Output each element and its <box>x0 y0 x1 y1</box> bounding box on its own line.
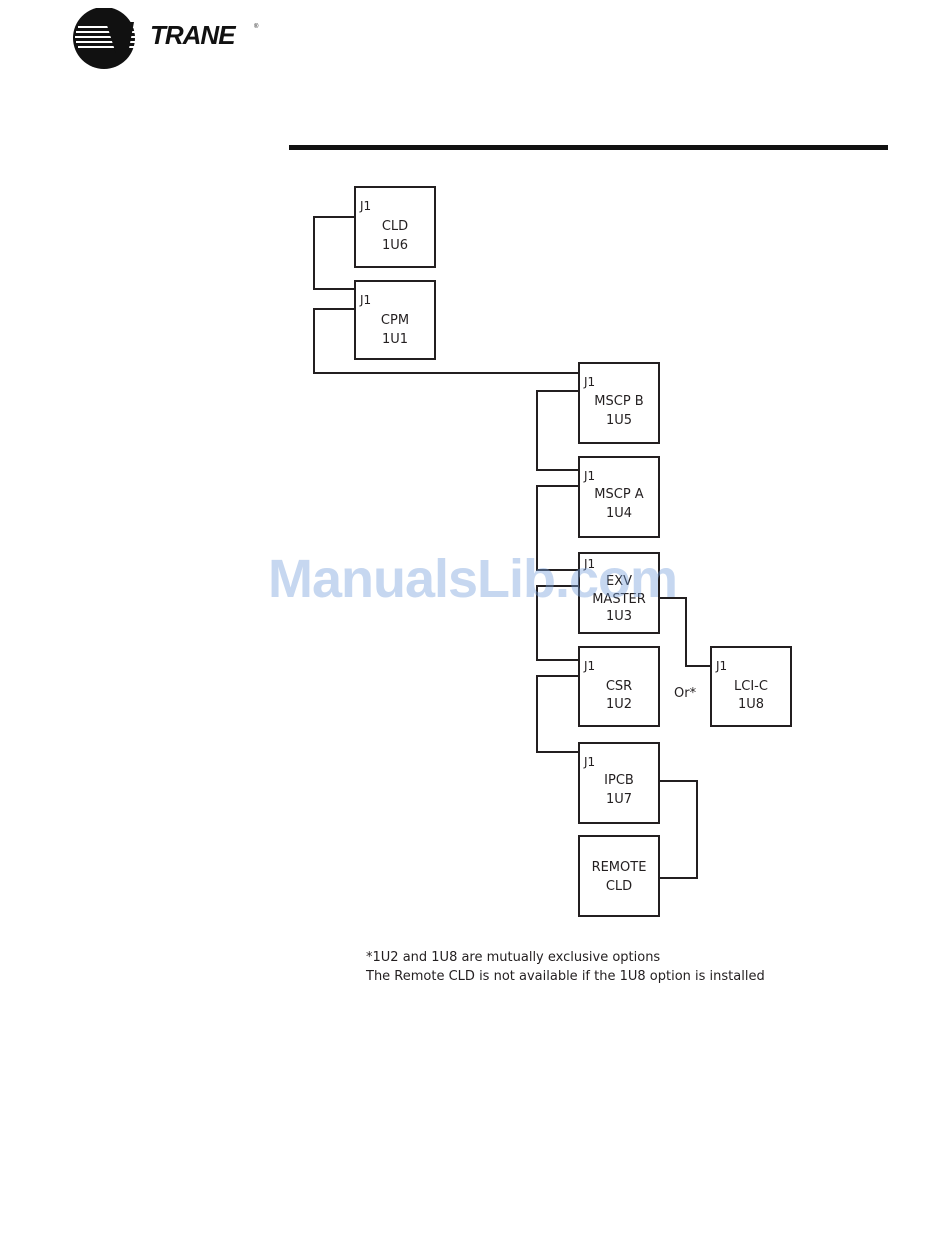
j1-label: J1 <box>584 470 595 482</box>
module-name: CSR <box>580 677 658 696</box>
module-mscp-a-1u4: J1 MSCP A 1U4 <box>578 456 660 538</box>
module-id: 1U1 <box>356 330 434 349</box>
module-id: 1U4 <box>580 504 658 523</box>
module-name: REMOTE <box>580 858 658 877</box>
or-option-label: Or* <box>674 686 696 701</box>
j1-label: J1 <box>716 660 727 672</box>
module-id: 1U6 <box>356 236 434 255</box>
module-cld-1u6: J1 CLD 1U6 <box>354 186 436 268</box>
module-name: MSCP A <box>580 485 658 504</box>
module-name: CPM <box>356 311 434 330</box>
module-cpm-1u1: J1 CPM 1U1 <box>354 280 436 360</box>
link-mscp-a-exv <box>537 486 579 570</box>
module-exv-master-1u3: J1 EXV MASTER 1U3 <box>578 552 660 634</box>
module-name-line2: CLD <box>580 877 658 896</box>
j1-label: J1 <box>584 660 595 672</box>
module-name: CLD <box>356 217 434 236</box>
module-name: IPCB <box>580 771 658 790</box>
module-id: 1U2 <box>580 695 658 714</box>
module-lci-c-1u8: J1 LCI-C 1U8 <box>710 646 792 727</box>
link-exv-csr <box>537 586 579 660</box>
link-csr-ipcb <box>537 676 579 752</box>
link-mscp-b-mscp-a <box>537 391 579 470</box>
module-name: EXV <box>580 572 658 591</box>
module-name: LCI-C <box>712 677 790 696</box>
link-exv-lci-c <box>659 598 711 666</box>
module-remote-cld: REMOTE CLD <box>578 835 660 917</box>
j1-label: J1 <box>584 558 595 570</box>
module-ipcb-1u7: J1 IPCB 1U7 <box>578 742 660 824</box>
note-mutually-exclusive: *1U2 and 1U8 are mutually exclusive opti… <box>366 949 660 967</box>
j1-label: J1 <box>360 200 371 212</box>
module-id: 1U3 <box>580 607 658 626</box>
link-ipcb-remote-cld <box>659 781 697 878</box>
j1-label: J1 <box>584 756 595 768</box>
j1-label: J1 <box>360 294 371 306</box>
j1-label: J1 <box>584 376 595 388</box>
module-mscp-b-1u5: J1 MSCP B 1U5 <box>578 362 660 444</box>
note-remote-cld: The Remote CLD is not available if the 1… <box>366 968 765 986</box>
module-id: 1U5 <box>580 411 658 430</box>
module-id: 1U7 <box>580 790 658 809</box>
module-csr-1u2: J1 CSR 1U2 <box>578 646 660 727</box>
module-id: 1U8 <box>712 695 790 714</box>
module-name: MSCP B <box>580 392 658 411</box>
link-cld-cpm <box>314 217 355 289</box>
